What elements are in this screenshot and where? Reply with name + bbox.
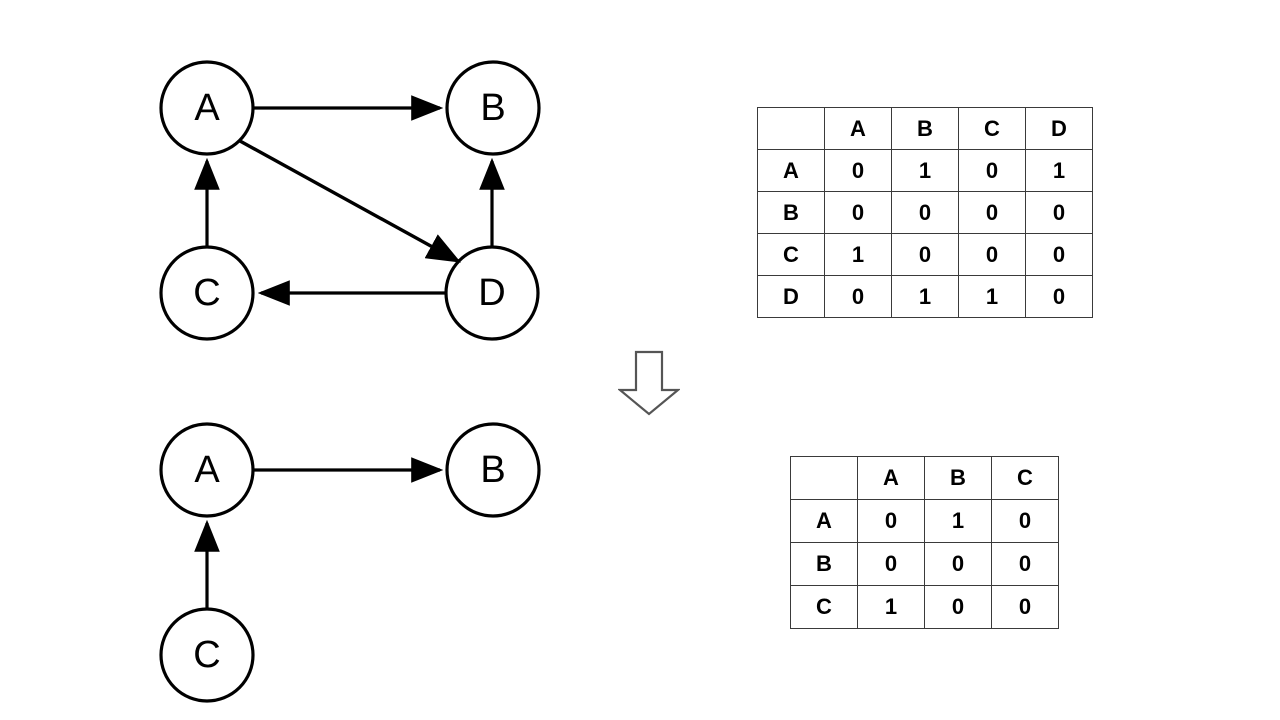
node-label-a-bottom: A: [194, 449, 220, 491]
matrix-bottom-cell-b-a: 0: [857, 542, 925, 586]
adjacency-matrix-3x3: A B C A 0 1 0 B 0 0 0 C 1 0 0: [790, 456, 1059, 629]
matrix-top-cell-c-a: 1: [824, 233, 892, 276]
matrix-top-header-row: A B C D: [757, 107, 1093, 150]
matrix-top-cell-b-b: 0: [891, 191, 959, 234]
matrix-bottom-corner-cell: [790, 456, 858, 500]
matrix-top-row-header-a: A: [757, 149, 825, 192]
matrix-top-cell-c-d: 0: [1025, 233, 1093, 276]
matrix-top-row-header-b: B: [757, 191, 825, 234]
matrix-top-corner-cell: [757, 107, 825, 150]
matrix-top-col-header-d: D: [1025, 107, 1093, 150]
matrix-top-col-header-c: C: [958, 107, 1026, 150]
matrix-top-row-header-d: D: [757, 275, 825, 318]
matrix-bottom-col-header-b: B: [924, 456, 992, 500]
table-row: B 0 0 0 0: [757, 191, 1093, 234]
matrix-top-cell-b-c: 0: [958, 191, 1026, 234]
node-label-c-bottom: C: [193, 634, 221, 676]
matrix-bottom-row-header-a: A: [790, 499, 858, 543]
matrix-bottom-cell-b-c: 0: [991, 542, 1059, 586]
matrix-top-cell-c-c: 0: [958, 233, 1026, 276]
matrix-top-cell-d-b: 1: [891, 275, 959, 318]
matrix-bottom-row-header-b: B: [790, 542, 858, 586]
matrix-top-cell-a-b: 1: [891, 149, 959, 192]
table-row: A 0 1 0: [790, 499, 1059, 543]
matrix-top-cell-a-a: 0: [824, 149, 892, 192]
edge-a-to-d-top: [239, 139, 461, 263]
node-label-c-top: C: [193, 272, 221, 314]
table-row: A 0 1 0 1: [757, 149, 1093, 192]
matrix-top-cell-a-d: 1: [1025, 149, 1093, 192]
matrix-bottom-cell-a-a: 0: [857, 499, 925, 543]
table-row: C 1 0 0: [790, 585, 1059, 629]
matrix-top-cell-d-a: 0: [824, 275, 892, 318]
matrix-bottom-col-header-a: A: [857, 456, 925, 500]
table-row: D 0 1 1 0: [757, 275, 1093, 318]
matrix-bottom-cell-c-c: 0: [991, 585, 1059, 629]
matrix-bottom-cell-c-a: 1: [857, 585, 925, 629]
matrix-bottom-cell-a-c: 0: [991, 499, 1059, 543]
matrix-top-col-header-a: A: [824, 107, 892, 150]
matrix-top-cell-a-c: 0: [958, 149, 1026, 192]
matrix-bottom-header-row: A B C: [790, 456, 1059, 500]
matrix-top-cell-d-c: 1: [958, 275, 1026, 318]
matrix-top-cell-d-d: 0: [1025, 275, 1093, 318]
matrix-top-row-header-c: C: [757, 233, 825, 276]
matrix-bottom-row-header-c: C: [790, 585, 858, 629]
matrix-bottom-cell-a-b: 1: [924, 499, 992, 543]
matrix-top-cell-c-b: 0: [891, 233, 959, 276]
matrix-bottom-cell-c-b: 0: [924, 585, 992, 629]
matrix-bottom-col-header-c: C: [991, 456, 1059, 500]
adjacency-matrix-4x4: A B C D A 0 1 0 1 B 0 0 0 0 C 1 0 0 0 D: [757, 107, 1093, 318]
matrix-top-cell-b-a: 0: [824, 191, 892, 234]
node-label-b-bottom: B: [480, 449, 506, 491]
node-label-d-top: D: [478, 272, 506, 314]
matrix-top-col-header-b: B: [891, 107, 959, 150]
down-block-arrow-icon: [618, 350, 680, 416]
table-row: B 0 0 0: [790, 542, 1059, 586]
node-label-b-top: B: [480, 87, 506, 129]
node-label-a-top: A: [194, 87, 220, 129]
table-row: C 1 0 0 0: [757, 233, 1093, 276]
matrix-top-cell-b-d: 0: [1025, 191, 1093, 234]
matrix-bottom-cell-b-b: 0: [924, 542, 992, 586]
